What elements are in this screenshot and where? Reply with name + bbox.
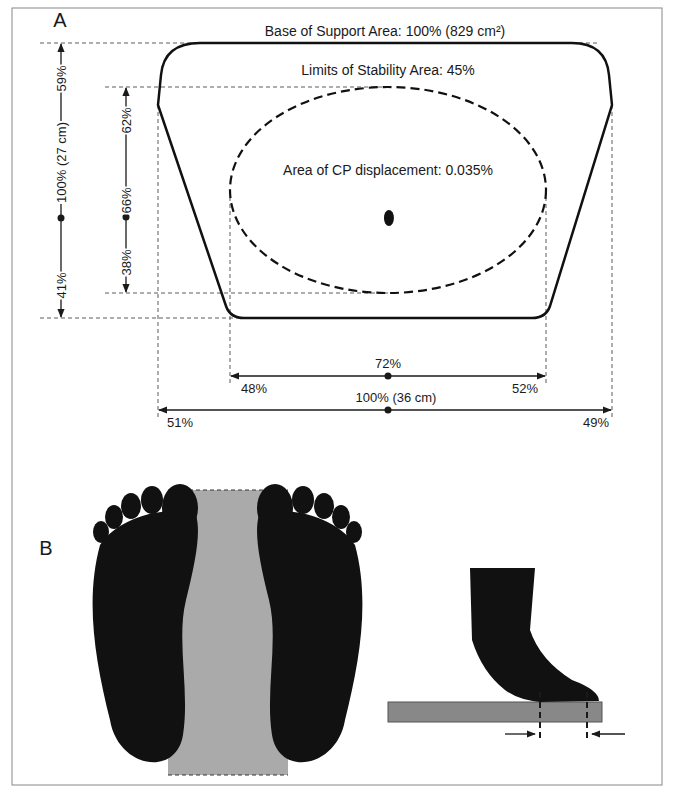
base-of-support-outline: Base of Support Area: 100% (829 cm²) Limi… bbox=[150, 16, 620, 321]
dimension-percent: 38% bbox=[119, 248, 134, 276]
guide-lines bbox=[40, 43, 612, 420]
dimension-percent: 52% bbox=[511, 381, 539, 396]
area-label: Limits of Stability Area: 45% bbox=[299, 62, 477, 78]
dimension-percent: 72% bbox=[374, 356, 402, 371]
limits-of-stability-ellipse-shape bbox=[228, 60, 548, 296]
dimension-percent: 59% bbox=[54, 64, 69, 92]
area-label: Area of CP displacement: 0.035% bbox=[281, 162, 495, 178]
panel-letter: B bbox=[38, 537, 53, 559]
area-label: Base of Support Area: 100% (829 cm²) bbox=[263, 23, 507, 39]
foot-side-view bbox=[388, 568, 625, 742]
dimension-percent: 66% bbox=[119, 186, 134, 214]
dimension-total: 100% (36 cm) bbox=[355, 390, 438, 405]
dimension-dots bbox=[58, 214, 392, 414]
cp-displacement-area: Area of CP displacement: 0.035% bbox=[277, 160, 499, 230]
dimension-percent: 51% bbox=[166, 415, 194, 430]
dimension-percent: 48% bbox=[240, 381, 268, 396]
frame bbox=[12, 8, 662, 785]
dimension-total: 100% (27 cm) bbox=[53, 121, 68, 204]
limits-of-stability-ellipse: Limits of Stability Area: 45% Area of CP … bbox=[228, 60, 548, 296]
dimension-percent: 62% bbox=[119, 106, 134, 134]
dimension-percent: 49% bbox=[582, 415, 610, 430]
dimension-lines bbox=[61, 44, 611, 410]
panel-letter: A bbox=[52, 9, 67, 31]
feet-top-view bbox=[93, 484, 363, 775]
dimension-percent: 41% bbox=[54, 271, 69, 299]
